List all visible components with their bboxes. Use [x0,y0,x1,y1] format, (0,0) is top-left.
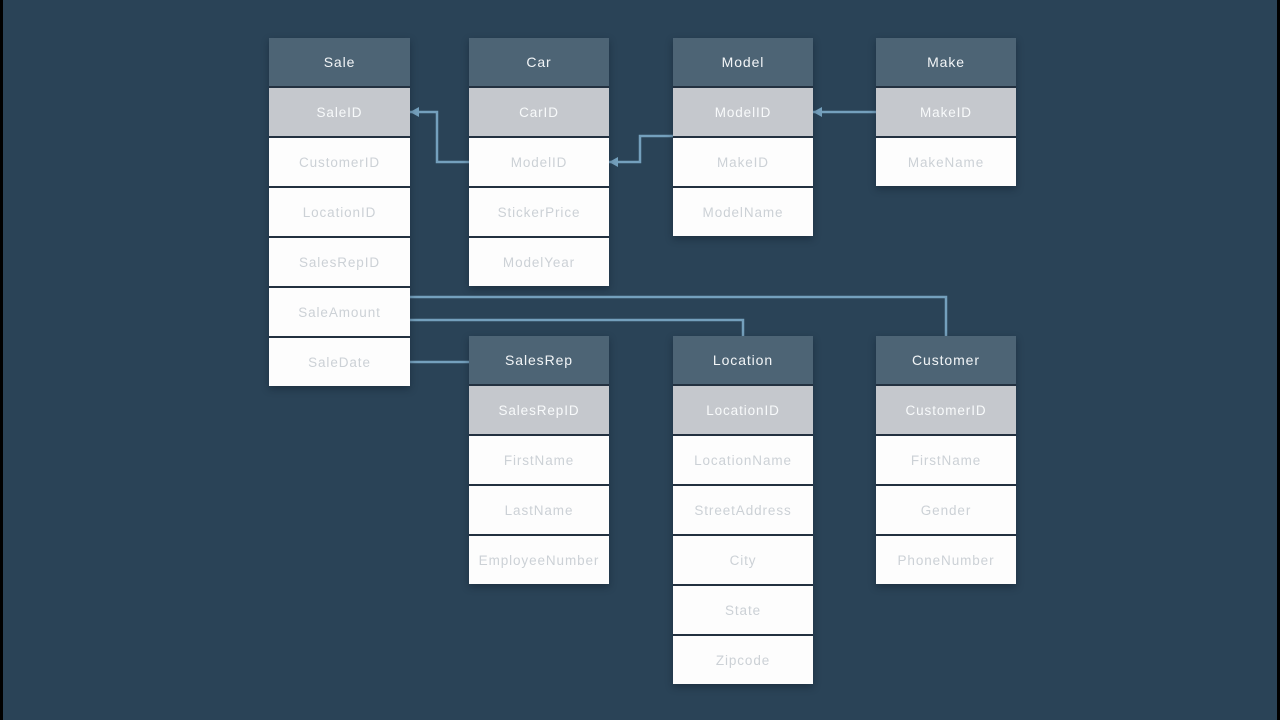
field-sale-locationid: LocationID [269,186,410,236]
field-sale-salesrepid: SalesRepID [269,236,410,286]
table-title-location: Location [673,336,813,384]
table-title-car: Car [469,38,609,86]
field-salesrep-firstname: FirstName [469,434,609,484]
field-make-makeid: MakeID [876,86,1016,136]
field-sale-customerid: CustomerID [269,136,410,186]
field-car-stickerprice: StickerPrice [469,186,609,236]
field-customer-gender: Gender [876,484,1016,534]
field-location-state: State [673,584,813,634]
table-title-make: Make [876,38,1016,86]
field-car-modelyear: ModelYear [469,236,609,286]
field-location-streetaddress: StreetAddress [673,484,813,534]
letterbox-bar-left [0,0,3,720]
field-salesrep-salesrepid: SalesRepID [469,384,609,434]
field-car-modelid: ModelID [469,136,609,186]
letterbox-bar-right [1277,0,1280,720]
connector-car-to-sale-saleid-arrowhead [410,107,419,117]
field-sale-saledate: SaleDate [269,336,410,386]
connector-make-to-model-modelid-arrowhead [813,107,822,117]
field-location-zipcode: Zipcode [673,634,813,684]
field-customer-customerid: CustomerID [876,384,1016,434]
field-location-locationid: LocationID [673,384,813,434]
field-model-makeid: MakeID [673,136,813,186]
table-title-salesrep: SalesRep [469,336,609,384]
field-sale-saleamount: SaleAmount [269,286,410,336]
connector-car-to-sale-saleid [410,110,469,164]
table-title-model: Model [673,38,813,86]
field-customer-firstname: FirstName [876,434,1016,484]
field-model-modelname: ModelName [673,186,813,236]
field-make-makename: MakeName [876,136,1016,186]
connector-model-to-car-modelid [609,134,673,164]
field-car-carid: CarID [469,86,609,136]
field-customer-phonenumber: PhoneNumber [876,534,1016,584]
connector-sale-to-customer [410,295,948,337]
field-model-modelid: ModelID [673,86,813,136]
connector-sale-to-location [410,318,745,337]
field-salesrep-lastname: LastName [469,484,609,534]
field-sale-saleid: SaleID [269,86,410,136]
field-location-locationname: LocationName [673,434,813,484]
field-salesrep-employeenumber: EmployeeNumber [469,534,609,584]
field-location-city: City [673,534,813,584]
connector-model-to-car-modelid-arrowhead [609,157,618,167]
table-title-sale: Sale [269,38,410,86]
table-title-customer: Customer [876,336,1016,384]
